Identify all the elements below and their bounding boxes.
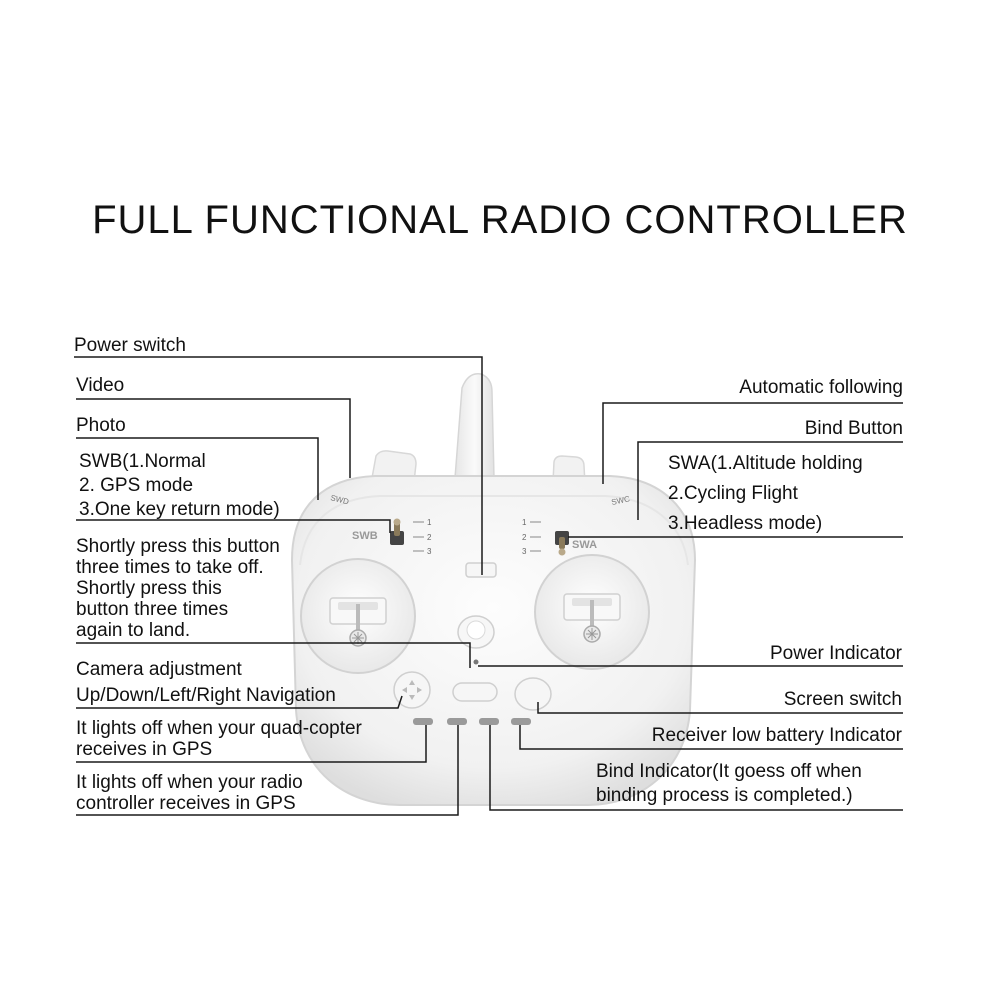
takeoff-line-5: again to land.: [76, 620, 191, 641]
camera-line: [76, 695, 403, 709]
quad-gps-line-2: receives in GPS: [76, 739, 213, 760]
camera-line-1: Camera adjustment: [76, 659, 242, 680]
bind-indicator-line: [489, 725, 903, 811]
screen-switch-line: [537, 702, 903, 714]
automatic-following-callout: Automatic following: [739, 377, 903, 398]
swb-line-3: 3.One key return mode): [79, 499, 280, 520]
navigation-pad[interactable]: [393, 671, 431, 709]
swb-pos-3: 3: [427, 547, 432, 556]
takeoff-line-2: three times to take off.: [76, 557, 264, 578]
swa-callout: SWA(1.Altitude holding 2.Cycling Flight …: [668, 453, 863, 535]
power-switch-line: [74, 356, 483, 575]
swa-pos-2: 2: [522, 533, 527, 542]
power-indicator-callout: Power Indicator: [769, 643, 902, 664]
left-shoulder-tab: [371, 450, 417, 483]
screen-switch-callout: Screen switch: [783, 689, 902, 710]
bind-indicator-line-1: Bind Indicator(It goess off when: [596, 761, 862, 782]
antenna: [454, 373, 495, 479]
swb-line-1: SWB(1.Normal: [79, 451, 206, 472]
quad-gps-callout: It lights off when your quad-copter rece…: [76, 718, 362, 760]
bind-indicator-led: [479, 718, 499, 725]
radio-gps-callout: It lights off when your radio controller…: [76, 772, 303, 814]
takeoff-line-4: button three times: [76, 599, 229, 620]
bind-button-line: [637, 441, 903, 520]
bind-indicator-callout: Bind Indicator(It goess off when binding…: [596, 761, 862, 806]
receiver-battery-callout: Receiver low battery Indicator: [651, 725, 902, 746]
swa-line-2: 2.Cycling Flight: [668, 483, 798, 504]
takeoff-line-1: Shortly press this button: [76, 536, 280, 557]
automatic-following-line: [602, 402, 903, 484]
swb-label: SWB: [352, 530, 378, 542]
camera-callout: Camera adjustment Up/Down/Left/Right Nav…: [76, 659, 336, 707]
photo-line: [76, 437, 319, 500]
photo-callout: Photo: [76, 415, 126, 436]
takeoff-line-3: Shortly press this: [76, 578, 222, 599]
swb-pos-2: 2: [427, 533, 432, 542]
swb-pos-1: 1: [427, 518, 432, 527]
swb-line: [76, 519, 391, 533]
swb-line-2: 2. GPS mode: [79, 475, 194, 496]
takeoff-line: [76, 642, 471, 668]
takeoff-callout: Shortly press this button three times to…: [76, 536, 280, 641]
takeoff-button[interactable]: [465, 562, 497, 578]
quad-gps-line: [76, 725, 427, 763]
left-joystick[interactable]: [300, 558, 416, 674]
receiver-battery-line: [519, 725, 903, 750]
swa-label: SWA: [572, 539, 597, 551]
swa-pos-3: 3: [522, 547, 527, 556]
screen-switch-button[interactable]: [514, 677, 552, 711]
indicator-leds: [413, 718, 531, 725]
power-indicator-led: [473, 659, 479, 665]
video-line: [76, 398, 351, 478]
radio-gps-line-2: controller receives in GPS: [76, 793, 296, 814]
swb-toggle-switch[interactable]: [390, 518, 404, 546]
bind-indicator-line-2: binding process is completed.): [596, 785, 853, 806]
swb-callout: SWB(1.Normal 2. GPS mode 3.One key retur…: [79, 451, 280, 520]
radio-gps-line-1: It lights off when your radio: [76, 772, 303, 793]
camera-line-2: Up/Down/Left/Right Navigation: [76, 685, 336, 706]
swa-line-3: 3.Headless mode): [668, 513, 823, 534]
receiver-battery-led: [511, 718, 531, 725]
swa-line-1: SWA(1.Altitude holding: [668, 453, 863, 474]
swc-label: SWC: [611, 494, 631, 507]
quadcopter-gps-led: [413, 718, 433, 725]
page-title: FULL FUNCTIONAL RADIO CONTROLLER: [92, 198, 908, 242]
video-callout: Video: [76, 375, 125, 396]
power-switch-callout: Power switch: [74, 335, 186, 356]
bind-button[interactable]: [452, 682, 498, 702]
swa-toggle-switch[interactable]: [555, 531, 569, 556]
quad-gps-line-1: It lights off when your quad-copter: [76, 718, 362, 739]
camera-knob[interactable]: [457, 615, 495, 649]
bind-button-callout: Bind Button: [804, 418, 903, 439]
callout-lines: [74, 356, 903, 816]
radio-gps-line: [76, 725, 459, 816]
swd-label: SWD: [330, 493, 351, 506]
right-joystick[interactable]: [534, 554, 650, 670]
swa-pos-1: 1: [522, 518, 527, 527]
radio-gps-led: [447, 718, 467, 725]
